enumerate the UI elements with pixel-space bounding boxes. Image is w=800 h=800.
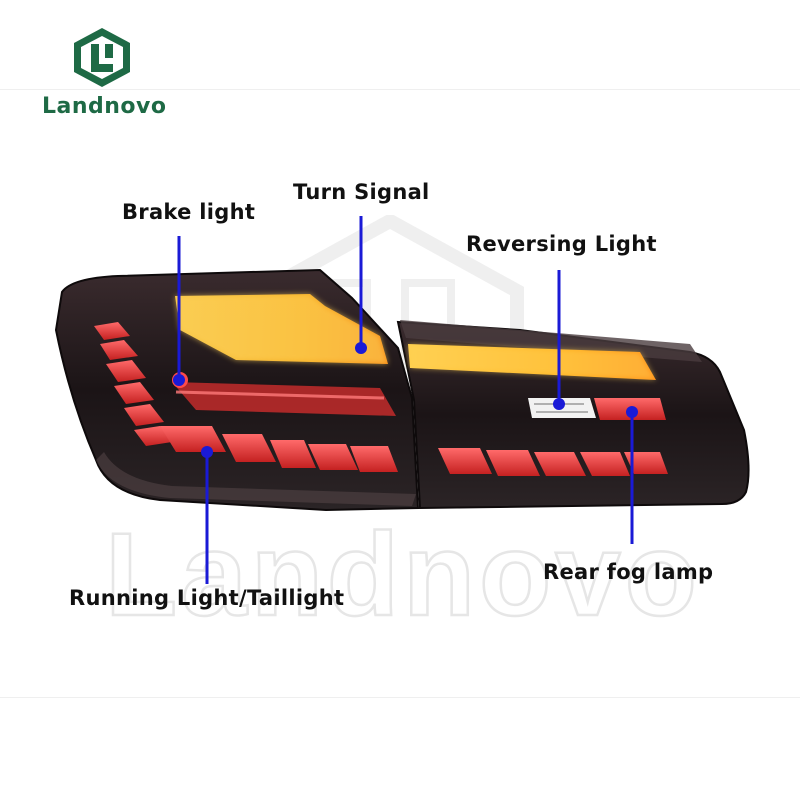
callout-rear-fog-lamp: Rear fog lamp [543,560,714,584]
reversing-light-dot [553,398,565,410]
callout-reversing-light: Reversing Light [466,232,657,256]
running-light-bottom-chevrons [160,426,398,472]
brake-light-dot [173,374,185,386]
brand-name: Landnovo [42,94,167,119]
brand-logo-icon [74,28,130,87]
brake-light-bar [172,382,396,416]
svg-text:Landnovo: Landnovo [105,515,701,630]
rear-fog-lamp-dot [626,406,638,418]
running-light-dot [201,446,213,458]
bottom-divider [0,697,800,698]
callout-brake-light: Brake light [122,200,256,224]
leader-lines [177,216,634,584]
callout-running-light: Running Light/Taillight [69,586,345,610]
top-divider [0,89,800,90]
running-light-right-chevrons [438,448,668,476]
watermark-text: Landnovo [104,515,701,630]
turn-signal-dot [355,342,367,354]
brand-block: Landnovo [28,26,178,126]
running-light-left-chevrons [94,322,172,446]
callout-turn-signal: Turn Signal [293,180,430,204]
